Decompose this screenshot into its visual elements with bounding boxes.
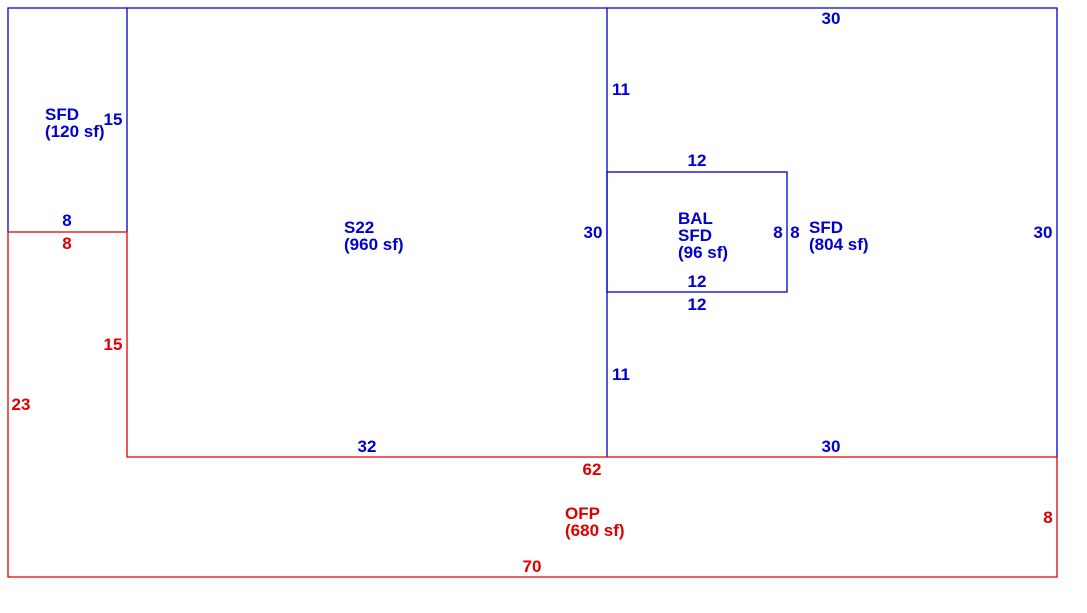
ofp-name: OFP [565, 504, 600, 523]
dim-right-right: 30 [1034, 223, 1053, 242]
ofp-size: (680 sf) [565, 521, 625, 540]
dim-bal-right-outside: 8 [790, 223, 799, 242]
dim-ofp-bottom: 70 [523, 557, 542, 576]
dim-ofp-left: 23 [12, 395, 31, 414]
bal-size: (96 sf) [678, 243, 728, 262]
bal-name-line1: BAL [678, 209, 713, 228]
bal-name-line2: SFD [678, 226, 712, 245]
area-sfd-right: SFD (804 sf) 30 11 11 30 30 [607, 7, 1058, 457]
dim-bal-right-inside: 8 [773, 223, 782, 242]
dim-ofp-right: 8 [1043, 508, 1052, 527]
s22-size: (960 sf) [344, 235, 404, 254]
sfd-small-name: SFD [45, 105, 79, 124]
dim-sfd-left-right: 15 [104, 110, 123, 129]
dim-right-lower-vertical: 11 [612, 365, 630, 384]
dim-bal-bottom-inside: 12 [688, 272, 707, 291]
dim-ofp-top: 62 [583, 460, 602, 479]
dim-ofp-top-left: 8 [62, 234, 71, 253]
dim-ofp-inner-vertical: 15 [104, 335, 123, 354]
dim-s22-right: 30 [584, 223, 603, 242]
dim-right-upper-vertical: 11 [612, 80, 630, 99]
dim-sfd-left-bottom: 8 [62, 211, 71, 230]
bal-outline [606, 171, 788, 293]
dim-bal-top: 12 [688, 151, 707, 170]
sfd-right-name: SFD [809, 218, 843, 237]
area-s22: S22 (960 sf) 32 30 [127, 7, 608, 457]
dim-bal-bottom-outside: 12 [688, 295, 707, 314]
dim-right-top: 30 [822, 9, 841, 28]
sfd-small-outline [7, 7, 128, 232]
sfd-right-size: (804 sf) [809, 235, 869, 254]
area-sfd-small: SFD (120 sf) 15 8 [7, 7, 128, 232]
area-bal: BAL SFD (96 sf) 12 12 12 8 8 [606, 151, 800, 314]
area-ofp: OFP (680 sf) 8 15 23 62 8 70 [7, 231, 1058, 578]
dim-s22-bottom: 32 [358, 437, 377, 456]
sfd-small-size: (120 sf) [45, 122, 105, 141]
s22-name: S22 [344, 218, 374, 237]
dim-right-bottom: 30 [822, 437, 841, 456]
sfd-right-outline [607, 7, 1058, 457]
ofp-outline [7, 231, 1058, 578]
